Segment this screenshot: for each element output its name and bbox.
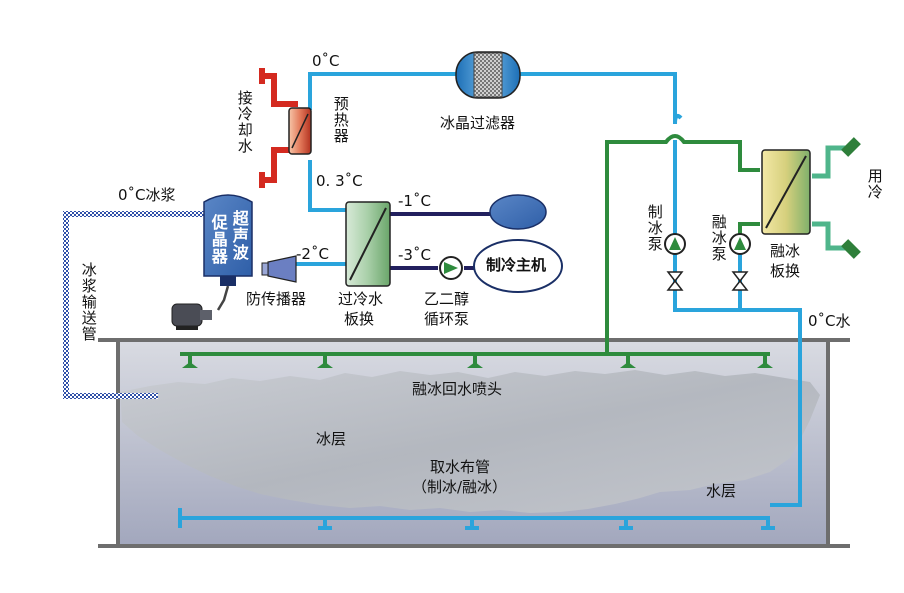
motor-icon (171, 303, 212, 330)
ice-slurry-temp-label: 0˚C冰浆 (118, 186, 176, 204)
crystallizer (203, 194, 253, 311)
chiller-label: 制冷主机 (486, 256, 547, 274)
crystallizer-label: 促晶器 (208, 214, 228, 265)
filter-label: 冰晶过滤器 (440, 114, 516, 132)
intake-pipe-label: 取水布管 (430, 458, 491, 476)
ice-melt-pump-label: 融冰泵 (709, 214, 728, 262)
filter-icon (455, 51, 521, 99)
nozzle-icon (317, 362, 333, 368)
cooling-use-caps (841, 137, 861, 259)
anti-propagator-label: 防传播器 (246, 290, 307, 308)
nozzle-icon (182, 362, 198, 368)
chiller-icon (473, 194, 563, 293)
cooling-water-label: 接冷却水 (235, 90, 254, 154)
water-layer-label: 水层 (706, 482, 737, 500)
ice-melt-hx-label-2: 板换 (770, 262, 801, 280)
valve-icon (731, 271, 749, 291)
nozzle-icon (757, 362, 773, 368)
slurry-pipe-label: 冰浆输送管 (79, 262, 98, 342)
glycol-pump-label-2: 循环泵 (424, 310, 470, 328)
pump-icon (729, 233, 751, 255)
nozzle-icon (467, 362, 483, 368)
temp-label-m1c: -1˚C (398, 192, 431, 210)
ice-making-pump-label: 制冰泵 (645, 204, 664, 252)
glycol-pump-label: 乙二醇 (424, 290, 470, 308)
cooling-water-pipe (259, 68, 298, 188)
valve-icon (666, 271, 684, 291)
pump-icon (664, 233, 686, 255)
ice-layer-shape (120, 370, 820, 513)
melt-nozzle-label: 融冰回水喷头 (412, 380, 503, 398)
ice-melt-hx (761, 149, 811, 235)
supercooled-hx-label-2: 板换 (344, 310, 375, 328)
ice-layer-label: 冰层 (316, 430, 347, 448)
preheater-label: 预热器 (331, 96, 350, 144)
storage-tank (98, 338, 850, 548)
anti-propagator (261, 255, 297, 283)
cooling-use-pipes (812, 145, 848, 251)
temp-label-m3c: -3˚C (398, 246, 431, 264)
intake-mode-label: （制冰/融冰） (412, 478, 508, 496)
preheater (288, 107, 312, 155)
cooling-use-label: 用冷 (865, 168, 884, 200)
supercooled-hx-label: 过冷水 (338, 290, 384, 308)
pump-icon (439, 256, 463, 280)
temp-label-0c: 0˚C (312, 52, 340, 70)
melt-nozzles (182, 362, 773, 368)
ultrasonic-label: 超声波 (229, 210, 249, 261)
ice-melt-hx-label: 融冰 (770, 242, 801, 260)
supercooled-hx (345, 201, 391, 287)
temp-label-m2c: -2˚C (296, 245, 329, 263)
temp-label-03c: 0. 3˚C (316, 172, 363, 190)
green-pipe-network (180, 134, 770, 364)
water-0c-label: 0˚C水 (808, 312, 851, 330)
nozzle-icon (620, 362, 636, 368)
slurry-pipe (63, 211, 204, 399)
